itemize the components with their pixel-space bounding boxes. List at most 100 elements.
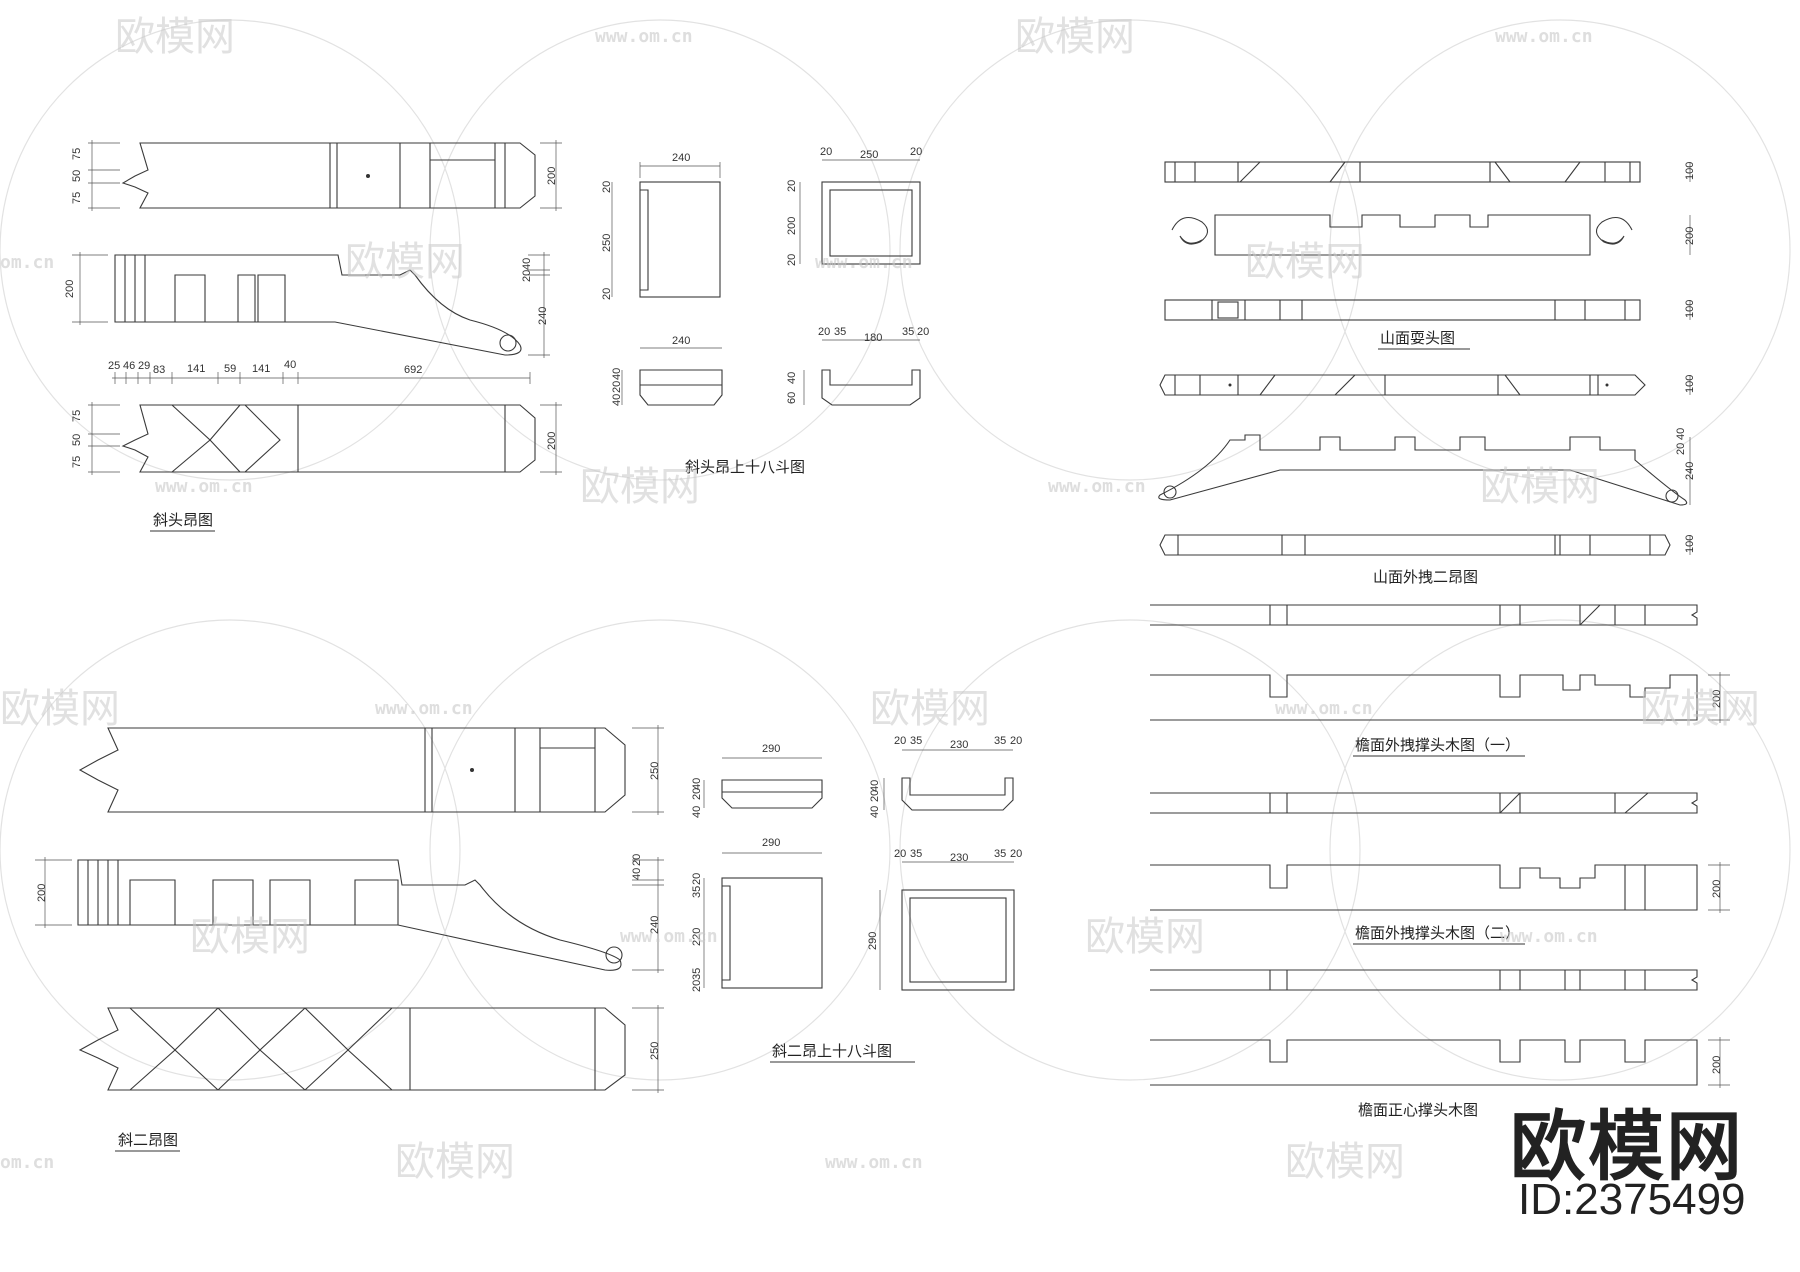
shanmian-shuatou-title: 山面耍头图: [1380, 329, 1455, 347]
dim-label: 35: [994, 735, 1006, 747]
watermarks: 欧模网 www.om.cn 欧模网 www.om.cn om.cn 欧模网 ww…: [0, 14, 1760, 1185]
dim-label: 240: [649, 916, 661, 934]
xie-er-ang-drawing: 250 200 40 20 240 250 斜: [35, 725, 664, 1152]
watermark-logo: 欧模网: [1015, 14, 1135, 60]
dim-label: 20: [894, 735, 906, 747]
watermark-url: om.cn: [0, 252, 54, 273]
dim-label: 20: [601, 288, 613, 300]
dim-label: 200: [36, 884, 48, 902]
watermark-url: om.cn: [0, 1152, 54, 1173]
dim-label: 20: [691, 980, 703, 992]
yanmian-zheng-drawing: 200 檐面正心撑头木图: [1150, 969, 1730, 1119]
dim-label: 35: [910, 848, 922, 860]
watermark-url: www.om.cn: [375, 698, 473, 719]
dim-label: 240: [1684, 462, 1696, 480]
dim-label: 200: [786, 217, 798, 235]
dim-label: 220: [691, 928, 703, 946]
dim-label: 20: [691, 788, 703, 800]
watermark-logo: 欧模网: [1480, 464, 1600, 510]
dim-label: 20: [786, 254, 798, 266]
watermark-url: www.om.cn: [825, 1152, 923, 1173]
yanmian-1-title: 檐面外拽撑头木图（一）: [1355, 736, 1520, 754]
watermark-logo: 欧模网: [395, 1139, 515, 1185]
dim-label: 20: [818, 326, 830, 338]
xietou-ang-side-view: [114, 254, 522, 356]
dim-label: 29: [138, 360, 150, 372]
dim-label: 250: [860, 149, 878, 161]
watermark-logo: 欧模网: [1085, 914, 1205, 960]
watermark-logo: 欧模网: [1640, 686, 1760, 732]
dim-label: 200: [1711, 690, 1723, 708]
dim-label: 100: [1684, 300, 1696, 318]
xie-er-ang-title: 斜二昂图: [118, 1131, 178, 1149]
dim-label: 59: [224, 363, 236, 375]
dim-label: 40: [869, 806, 881, 818]
dim-label: 20: [1010, 848, 1022, 860]
shanmian-waizhuai-title: 山面外拽二昂图: [1373, 568, 1478, 586]
xietou-dou-title: 斜头昂上十八斗图: [685, 458, 805, 476]
shanmian-shuatou-drawing: 100 200 100 山面耍头图: [1164, 161, 1696, 350]
xie-er-ang-side-view: [77, 859, 622, 971]
shanmian-waizhuai-drawing: 100 40 20 240 100 山面外拽二昂图: [1158, 374, 1696, 586]
watermark-logo: 欧模网: [1245, 239, 1365, 285]
watermark-logo: 欧模网: [190, 914, 310, 960]
dim-label: 240: [672, 152, 690, 164]
dim-label: 692: [404, 364, 422, 376]
dim-label: 20: [1675, 443, 1687, 455]
dim-label: 35: [691, 886, 703, 898]
dim-label: 290: [867, 932, 879, 950]
xietou-ang-bottom-view: [121, 404, 536, 473]
dim-label: 20: [601, 181, 613, 193]
dim-label: 40: [631, 868, 643, 880]
dim-label: 200: [546, 432, 558, 450]
dim-label: 40: [691, 806, 703, 818]
yanmian-2-drawing: 200 檐面外拽撑头木图（二）: [1150, 792, 1730, 945]
xie-er-ang-bottom-view: [78, 1007, 626, 1091]
watermark-logo: 欧模网: [870, 686, 990, 732]
xie-er-dou-title: 斜二昂上十八斗图: [772, 1042, 892, 1060]
dim-label: 200: [546, 167, 558, 185]
dim-label: 200: [1684, 227, 1696, 245]
dim-label: 250: [601, 234, 613, 252]
yanmian-2-title: 檐面外拽撑头木图（二）: [1355, 924, 1520, 942]
dim-label: 20: [786, 180, 798, 192]
dim-label: 40: [284, 359, 296, 371]
dim-label: 20: [917, 326, 929, 338]
dim-label: 141: [187, 363, 205, 375]
dim-label: 100: [1684, 375, 1696, 393]
dim-label: 200: [1711, 880, 1723, 898]
dim-label: 75: [71, 410, 83, 422]
dim-label: 35: [691, 968, 703, 980]
dim-label: 50: [71, 434, 83, 446]
brand-id-text: ID:2375499: [1518, 1175, 1746, 1224]
dim-label: 40: [1675, 428, 1687, 440]
xietou-ang-title: 斜头昂图: [153, 511, 213, 529]
dim-label: 290: [762, 743, 780, 755]
dim-label: 40: [611, 394, 623, 406]
dim-label: 20: [611, 381, 623, 393]
watermark-url: www.om.cn: [1275, 698, 1373, 719]
watermark-url: www.om.cn: [155, 476, 253, 497]
watermark-logo: 欧模网: [345, 239, 465, 285]
dim-label: 100: [1684, 162, 1696, 180]
dim-label: 20: [910, 146, 922, 158]
dim-label: 180: [864, 332, 882, 344]
dim-label: 40: [521, 258, 533, 270]
dim-row-ticks: [114, 372, 531, 384]
watermark-logo: 欧模网: [0, 686, 120, 732]
dim-label: 35: [910, 735, 922, 747]
xie-er-dou-drawing: 290 40 20 40 20 35 230 35 20 40 20 40 29…: [691, 735, 1022, 1063]
dim-label: 46: [123, 360, 135, 372]
dim-label: 20: [894, 848, 906, 860]
watermark-url: www.om.cn: [815, 252, 913, 273]
dim-label: 20: [820, 146, 832, 158]
yanmian-1-drawing: 200 檐面外拽撑头木图（一）: [1150, 604, 1730, 757]
dim-label: 240: [672, 335, 690, 347]
dim-label: 83: [153, 364, 165, 376]
watermark-url: www.om.cn: [1048, 476, 1146, 497]
dim-label: 35: [834, 326, 846, 338]
xietou-ang-top-view: [121, 142, 536, 209]
xie-er-ang-top-view: [78, 727, 626, 813]
dim-label: 40: [691, 778, 703, 790]
